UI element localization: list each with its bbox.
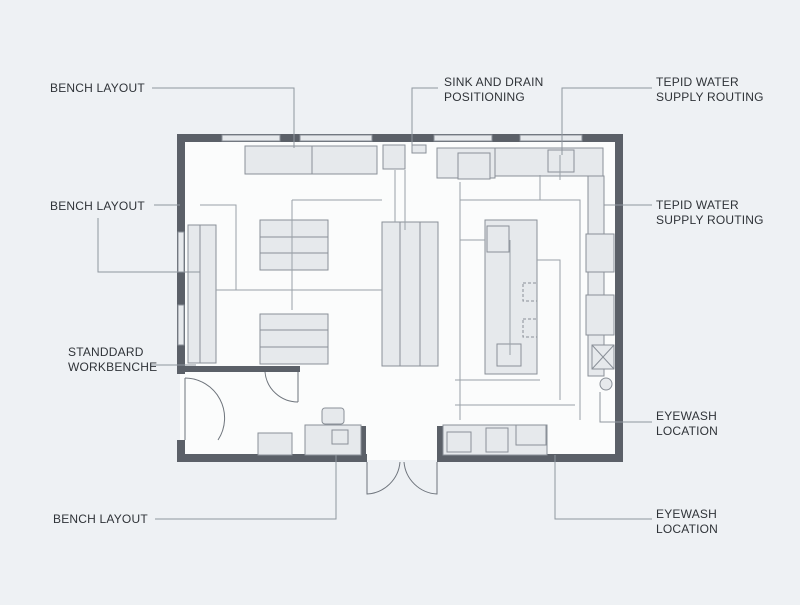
callout-standard-workbench: STANDDARD WORKBENCHE (68, 345, 157, 375)
callout-tepid-top-line1: TEPID WATER (656, 75, 739, 89)
callout-standard-workbench-line1: STANDDARD (68, 345, 144, 359)
standard-bench-2 (259, 313, 329, 365)
callout-sink-drain-line2: POSITIONING (444, 90, 525, 104)
callout-standard-workbench-line2: WORKBENCHE (68, 360, 158, 374)
callout-tepid-mid: TEPID WATER SUPPLY ROUTING (656, 198, 764, 228)
center-bench (381, 221, 439, 367)
callout-eyewash-top: EYEWASH LOCATION (656, 409, 718, 439)
callout-tepid-mid-line2: SUPPLY ROUTING (656, 213, 764, 227)
callout-eyewash-bottom-line2: LOCATION (656, 522, 719, 536)
west-wall-lower (177, 440, 185, 462)
top-bench (244, 145, 378, 175)
north-wall (177, 134, 623, 142)
north-windows (221, 134, 583, 142)
interior-walls (180, 366, 443, 456)
furniture (187, 144, 615, 456)
door-jamb-left (360, 426, 366, 456)
callout-tepid-top-line2: SUPPLY ROUTING (656, 90, 764, 104)
callout-sink-drain-line1: SINK AND DRAIN (444, 75, 544, 89)
sink-ne (547, 149, 575, 173)
callout-eyewash-top-line2: LOCATION (656, 424, 719, 438)
callout-sink-drain: SINK AND DRAIN POSITIONING (444, 75, 544, 105)
callout-bench-layout-top: BENCH LAYOUT (50, 81, 145, 95)
standard-bench-1 (259, 219, 329, 271)
chair (321, 407, 345, 425)
east-wall (615, 134, 623, 462)
callout-eyewash-bottom: EYEWASH LOCATION (656, 507, 718, 537)
callout-eyewash-top-line1: EYEWASH (656, 409, 717, 423)
doors (184, 371, 438, 495)
callout-bench-layout-bottom: BENCH LAYOUT (53, 512, 148, 526)
plumbing-lines (200, 155, 581, 420)
leader-lines (97, 87, 652, 520)
anteroom-wall (180, 366, 300, 372)
door-jamb-right (437, 426, 443, 456)
eyewash-station (599, 377, 613, 391)
south-wall-left (177, 454, 367, 462)
callout-bench-layout-mid: BENCH LAYOUT (50, 199, 145, 213)
callout-eyewash-bottom-line1: EYEWASH (656, 507, 717, 521)
west-bench (187, 224, 217, 364)
callout-tepid-mid-line1: TEPID WATER (656, 198, 739, 212)
callout-tepid-top: TEPID WATER SUPPLY ROUTING (656, 75, 764, 105)
south-wall-right (437, 454, 623, 462)
